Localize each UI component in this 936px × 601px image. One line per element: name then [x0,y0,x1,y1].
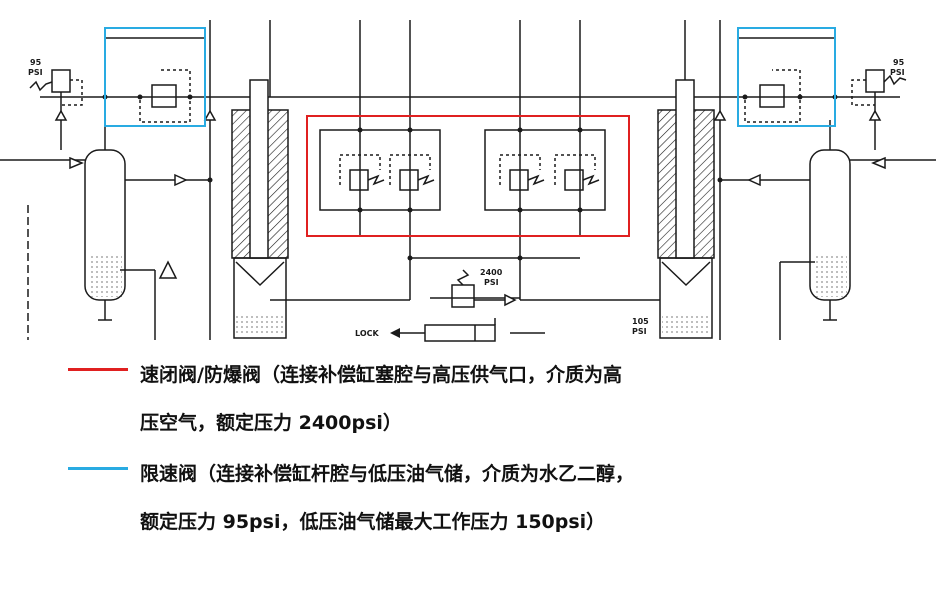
lock-label: LOCK [355,329,379,338]
blue-legend-text-1: 限速阀（连接补偿缸杆腔与低压油气储，介质为水乙二醇， [140,463,635,485]
left-relief-label-1: 95 [30,58,42,67]
blue-legend-text-2: 额定压力 95psi，低压油气储最大工作压力 150psi） [140,511,606,533]
red-legend-line [68,368,128,371]
blue-highlight-box-right [737,27,836,127]
regulator-label-2: PSI [484,278,499,287]
hydraulic-schematic: 95 PSI 95 PSI 2400 PSI LOCK 105 PSI [0,20,936,342]
regulator-label-1: 2400 [480,268,503,277]
left-relief-label-2: PSI [28,68,43,77]
right-relief-label-2: PSI [890,68,905,77]
bottom-right-label-1: 105 [632,317,649,326]
red-legend-text-2: 压空气，额定压力 2400psi） [140,412,402,434]
warning-icon [158,260,178,279]
red-legend-text-1: 速闭阀/防爆阀（连接补偿缸塞腔与高压供气口，介质为高 [140,364,622,386]
bottom-right-label-2: PSI [632,327,647,336]
blue-legend-line [68,467,128,470]
right-relief-label-1: 95 [893,58,905,67]
blue-highlight-box-left [104,27,206,127]
red-highlight-box [306,115,630,237]
